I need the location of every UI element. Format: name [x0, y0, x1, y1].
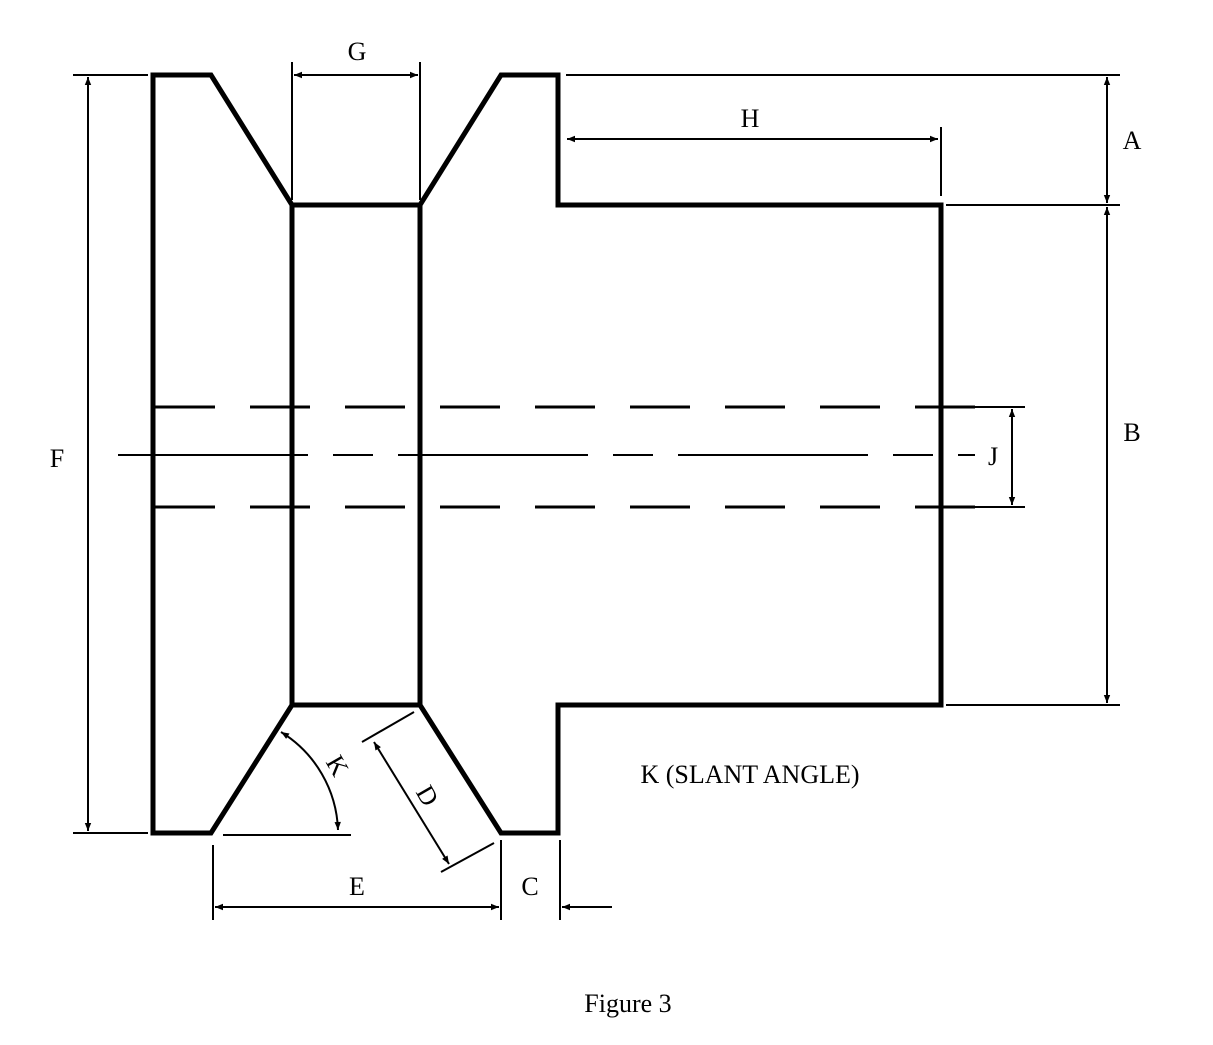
pulley-outline — [150, 72, 944, 836]
label-c: C — [521, 872, 538, 901]
label-e: E — [349, 872, 365, 901]
figure-caption: Figure 3 — [584, 989, 671, 1018]
label-b: B — [1123, 418, 1140, 447]
label-j: J — [988, 442, 998, 471]
d-extension-bottom — [440, 842, 495, 873]
label-d: D — [410, 780, 445, 811]
label-f: F — [50, 444, 64, 473]
d-extension-top — [361, 711, 415, 743]
slant-angle-note: K (SLANT ANGLE) — [640, 760, 859, 789]
k-angle-arc — [280, 731, 341, 831]
d-dimension-arrow — [373, 741, 450, 865]
label-k: K — [320, 750, 355, 781]
label-h: H — [741, 104, 760, 133]
label-g: G — [348, 37, 367, 66]
label-a: A — [1123, 126, 1142, 155]
